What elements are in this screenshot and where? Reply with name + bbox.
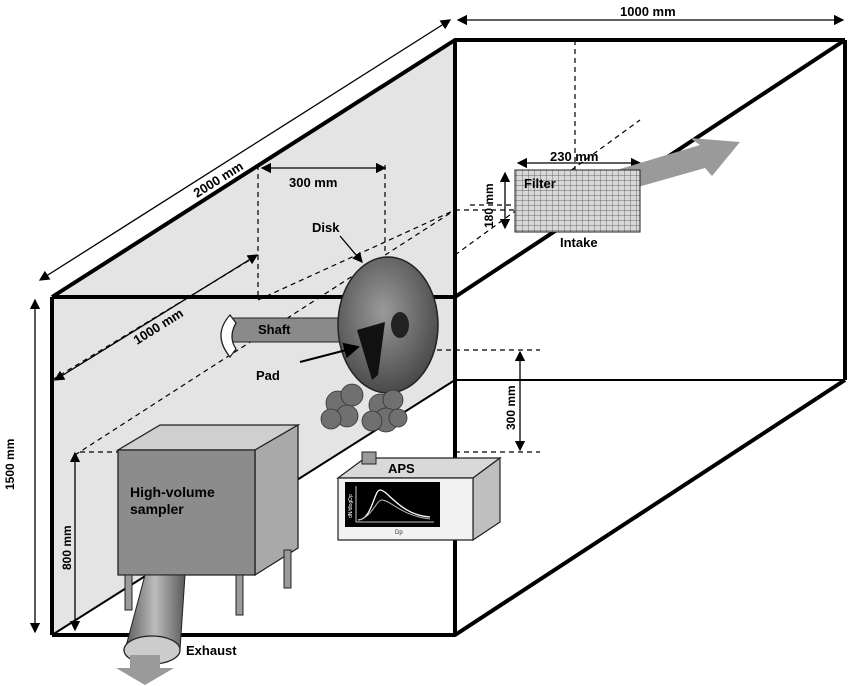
disk-label: Disk <box>312 220 340 235</box>
aps-instrument <box>336 451 502 542</box>
dimension-lines <box>29 14 845 634</box>
exhaust-arrow <box>116 655 174 685</box>
disk-assembly <box>220 256 439 394</box>
dust-cloud <box>320 383 408 433</box>
aps-axis-x-label: Dp <box>395 530 403 536</box>
intake-label: Intake <box>560 235 598 250</box>
sampler-height-label: 800 mm <box>60 525 74 570</box>
exhaust-label: Exhaust <box>186 643 237 658</box>
width-dimension-label: 1000 mm <box>620 4 676 19</box>
sampler-label-line2: sampler <box>130 501 184 517</box>
intake-height-label: 180 mm <box>482 183 496 228</box>
height-dimension-label: 1500 mm <box>3 439 17 490</box>
aps-axis-y-label: dN/dlogDp <box>348 494 354 518</box>
filter-label: Filter <box>524 176 556 191</box>
intake-width-label: 230 mm <box>550 149 598 164</box>
pad-label: Pad <box>256 368 280 383</box>
disk-leader <box>339 235 363 263</box>
disk-offset-label: 300 mm <box>289 175 337 190</box>
aps-label: APS <box>388 461 415 476</box>
high-volume-sampler <box>115 423 301 665</box>
intake-filter <box>514 169 641 233</box>
shaft-to-aps-label: 300 mm <box>504 385 518 430</box>
shaft-label: Shaft <box>258 322 291 337</box>
sampler-label-line1: High-volume <box>130 484 215 500</box>
